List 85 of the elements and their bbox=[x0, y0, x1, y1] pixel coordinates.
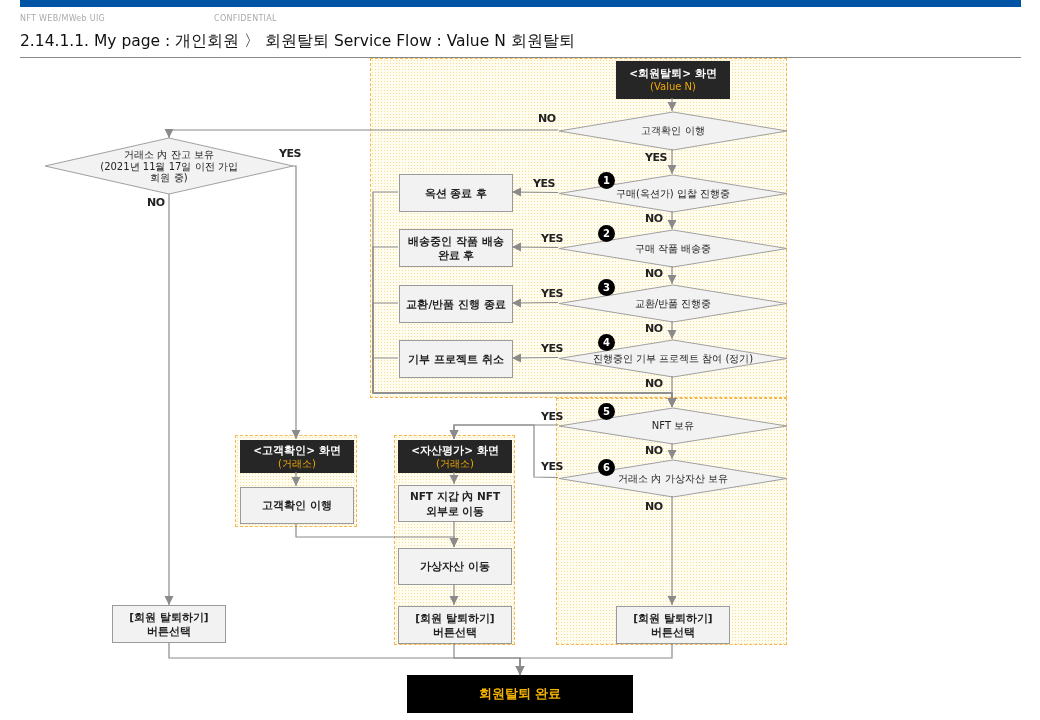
decision-diamond bbox=[559, 175, 787, 212]
edge-label: YES bbox=[541, 342, 563, 355]
process-label: [회원 탈퇴하기] 버튼선택 bbox=[128, 609, 210, 639]
flow-arrow bbox=[515, 642, 673, 676]
edge-label: YES bbox=[541, 232, 563, 245]
screen-header-box bbox=[616, 61, 730, 99]
edge-label: NO bbox=[645, 267, 663, 280]
process-label: 기부 프로젝트 취소 bbox=[407, 351, 505, 367]
edge-label: YES bbox=[279, 147, 301, 160]
process-label: 옥션 종료 후 bbox=[423, 185, 489, 201]
flow-arrow bbox=[667, 495, 677, 606]
flow-arrow bbox=[511, 242, 559, 252]
process-box bbox=[399, 340, 513, 378]
flow-arrow bbox=[291, 165, 301, 440]
decision-text: 구매(옥션가) 입찰 진행중 bbox=[614, 187, 732, 200]
edge-label: NO bbox=[645, 212, 663, 225]
flow-arrow bbox=[667, 97, 677, 112]
decision-diamond bbox=[559, 112, 787, 150]
flow-arrow bbox=[449, 424, 559, 479]
process-box bbox=[398, 606, 512, 644]
header-note: NFT WEB/MWeb UIG bbox=[20, 14, 106, 23]
dashed-group-region bbox=[394, 435, 515, 645]
screen-title: <회원탈퇴> 화면 bbox=[628, 66, 718, 81]
flow-arrow bbox=[511, 298, 559, 308]
process-box bbox=[112, 605, 226, 643]
process-label: 교환/반품 진행 종료 bbox=[405, 296, 507, 312]
screen-header-box bbox=[240, 440, 354, 473]
screen-title: <고객확인> 화면 bbox=[252, 442, 342, 457]
screen-header-box bbox=[398, 440, 512, 473]
screen-subtitle: (Value N) bbox=[649, 80, 697, 94]
process-label: 가상자산 이동 bbox=[419, 559, 491, 574]
process-label: [회원 탈퇴하기] 버튼선택 bbox=[414, 610, 496, 640]
flow-arrow bbox=[291, 471, 301, 487]
edge-label: YES bbox=[541, 460, 563, 473]
flow-arrow bbox=[667, 320, 677, 340]
process-label: 고객확인 이행 bbox=[261, 498, 333, 513]
flow-arrow bbox=[449, 471, 459, 485]
decision-text: NFT 보유 bbox=[650, 420, 696, 432]
decision-text: 거래소 內 잔고 보유 bbox=[123, 148, 215, 161]
process-box bbox=[399, 174, 513, 212]
dashed-group-region bbox=[235, 435, 357, 527]
decision-text: 구매 작품 배송중 bbox=[633, 242, 713, 255]
process-box bbox=[616, 606, 730, 644]
process-box bbox=[398, 485, 512, 522]
flow-arrow bbox=[511, 353, 559, 363]
edge-label: NO bbox=[645, 377, 663, 390]
edge-label: YES bbox=[541, 410, 563, 423]
header-note: CONFIDENTIAL bbox=[214, 14, 277, 23]
flow-arrow bbox=[449, 520, 459, 548]
decision-text: 교환/반품 진행중 bbox=[633, 297, 713, 310]
decision-text: 고객확인 이행 bbox=[640, 125, 706, 137]
edge-label: NO bbox=[645, 444, 663, 457]
process-label: 배송중인 작품 배송 완료 후 bbox=[407, 233, 505, 263]
edge-label: YES bbox=[533, 177, 555, 190]
screen-title: <자산평가> 화면 bbox=[410, 442, 500, 457]
flow-arrow bbox=[164, 129, 559, 139]
edge-label: NO bbox=[147, 196, 165, 209]
page-title: 2.14.1.1. My page : 개인회원 〉 회원탈퇴 Service Flow : Value N 회원탈퇴 bbox=[20, 31, 575, 52]
flow-arrow bbox=[449, 583, 459, 606]
flow-arrow bbox=[372, 357, 677, 408]
decision-text: 진행중인 기부 프로젝트 참여 (정기) bbox=[591, 352, 755, 365]
edge-label: YES bbox=[645, 151, 667, 164]
process-label: NFT 지갑 內 NFT 외부로 이동 bbox=[408, 489, 502, 518]
flow-arrow bbox=[164, 193, 174, 606]
flow-arrow bbox=[511, 187, 559, 197]
flow-arrow bbox=[667, 442, 677, 460]
flow-arrow bbox=[667, 265, 677, 285]
process-box bbox=[398, 548, 512, 585]
screen-subtitle: (거래소) bbox=[435, 456, 475, 471]
process-box bbox=[399, 285, 513, 323]
process-box bbox=[399, 229, 513, 267]
flow-arrow bbox=[667, 148, 677, 175]
end-label: 회원탈퇴 완료 bbox=[477, 685, 563, 703]
decision-text: 거래소 內 가상자산 보유 bbox=[617, 472, 729, 485]
flow-arrow bbox=[667, 210, 677, 230]
process-label: [회원 탈퇴하기] 버튼선택 bbox=[632, 610, 714, 640]
edge-label: NO bbox=[645, 500, 663, 513]
edge-label: NO bbox=[645, 322, 663, 335]
dashed-group-region bbox=[370, 58, 787, 398]
decision-note: (2021년 11월 17일 이전 가입 회원 중) bbox=[99, 160, 239, 184]
edge-label: NO bbox=[538, 112, 556, 125]
end-box bbox=[407, 675, 633, 713]
process-box bbox=[240, 487, 354, 524]
edge-label: YES bbox=[541, 287, 563, 300]
screen-subtitle: (거래소) bbox=[277, 456, 317, 471]
